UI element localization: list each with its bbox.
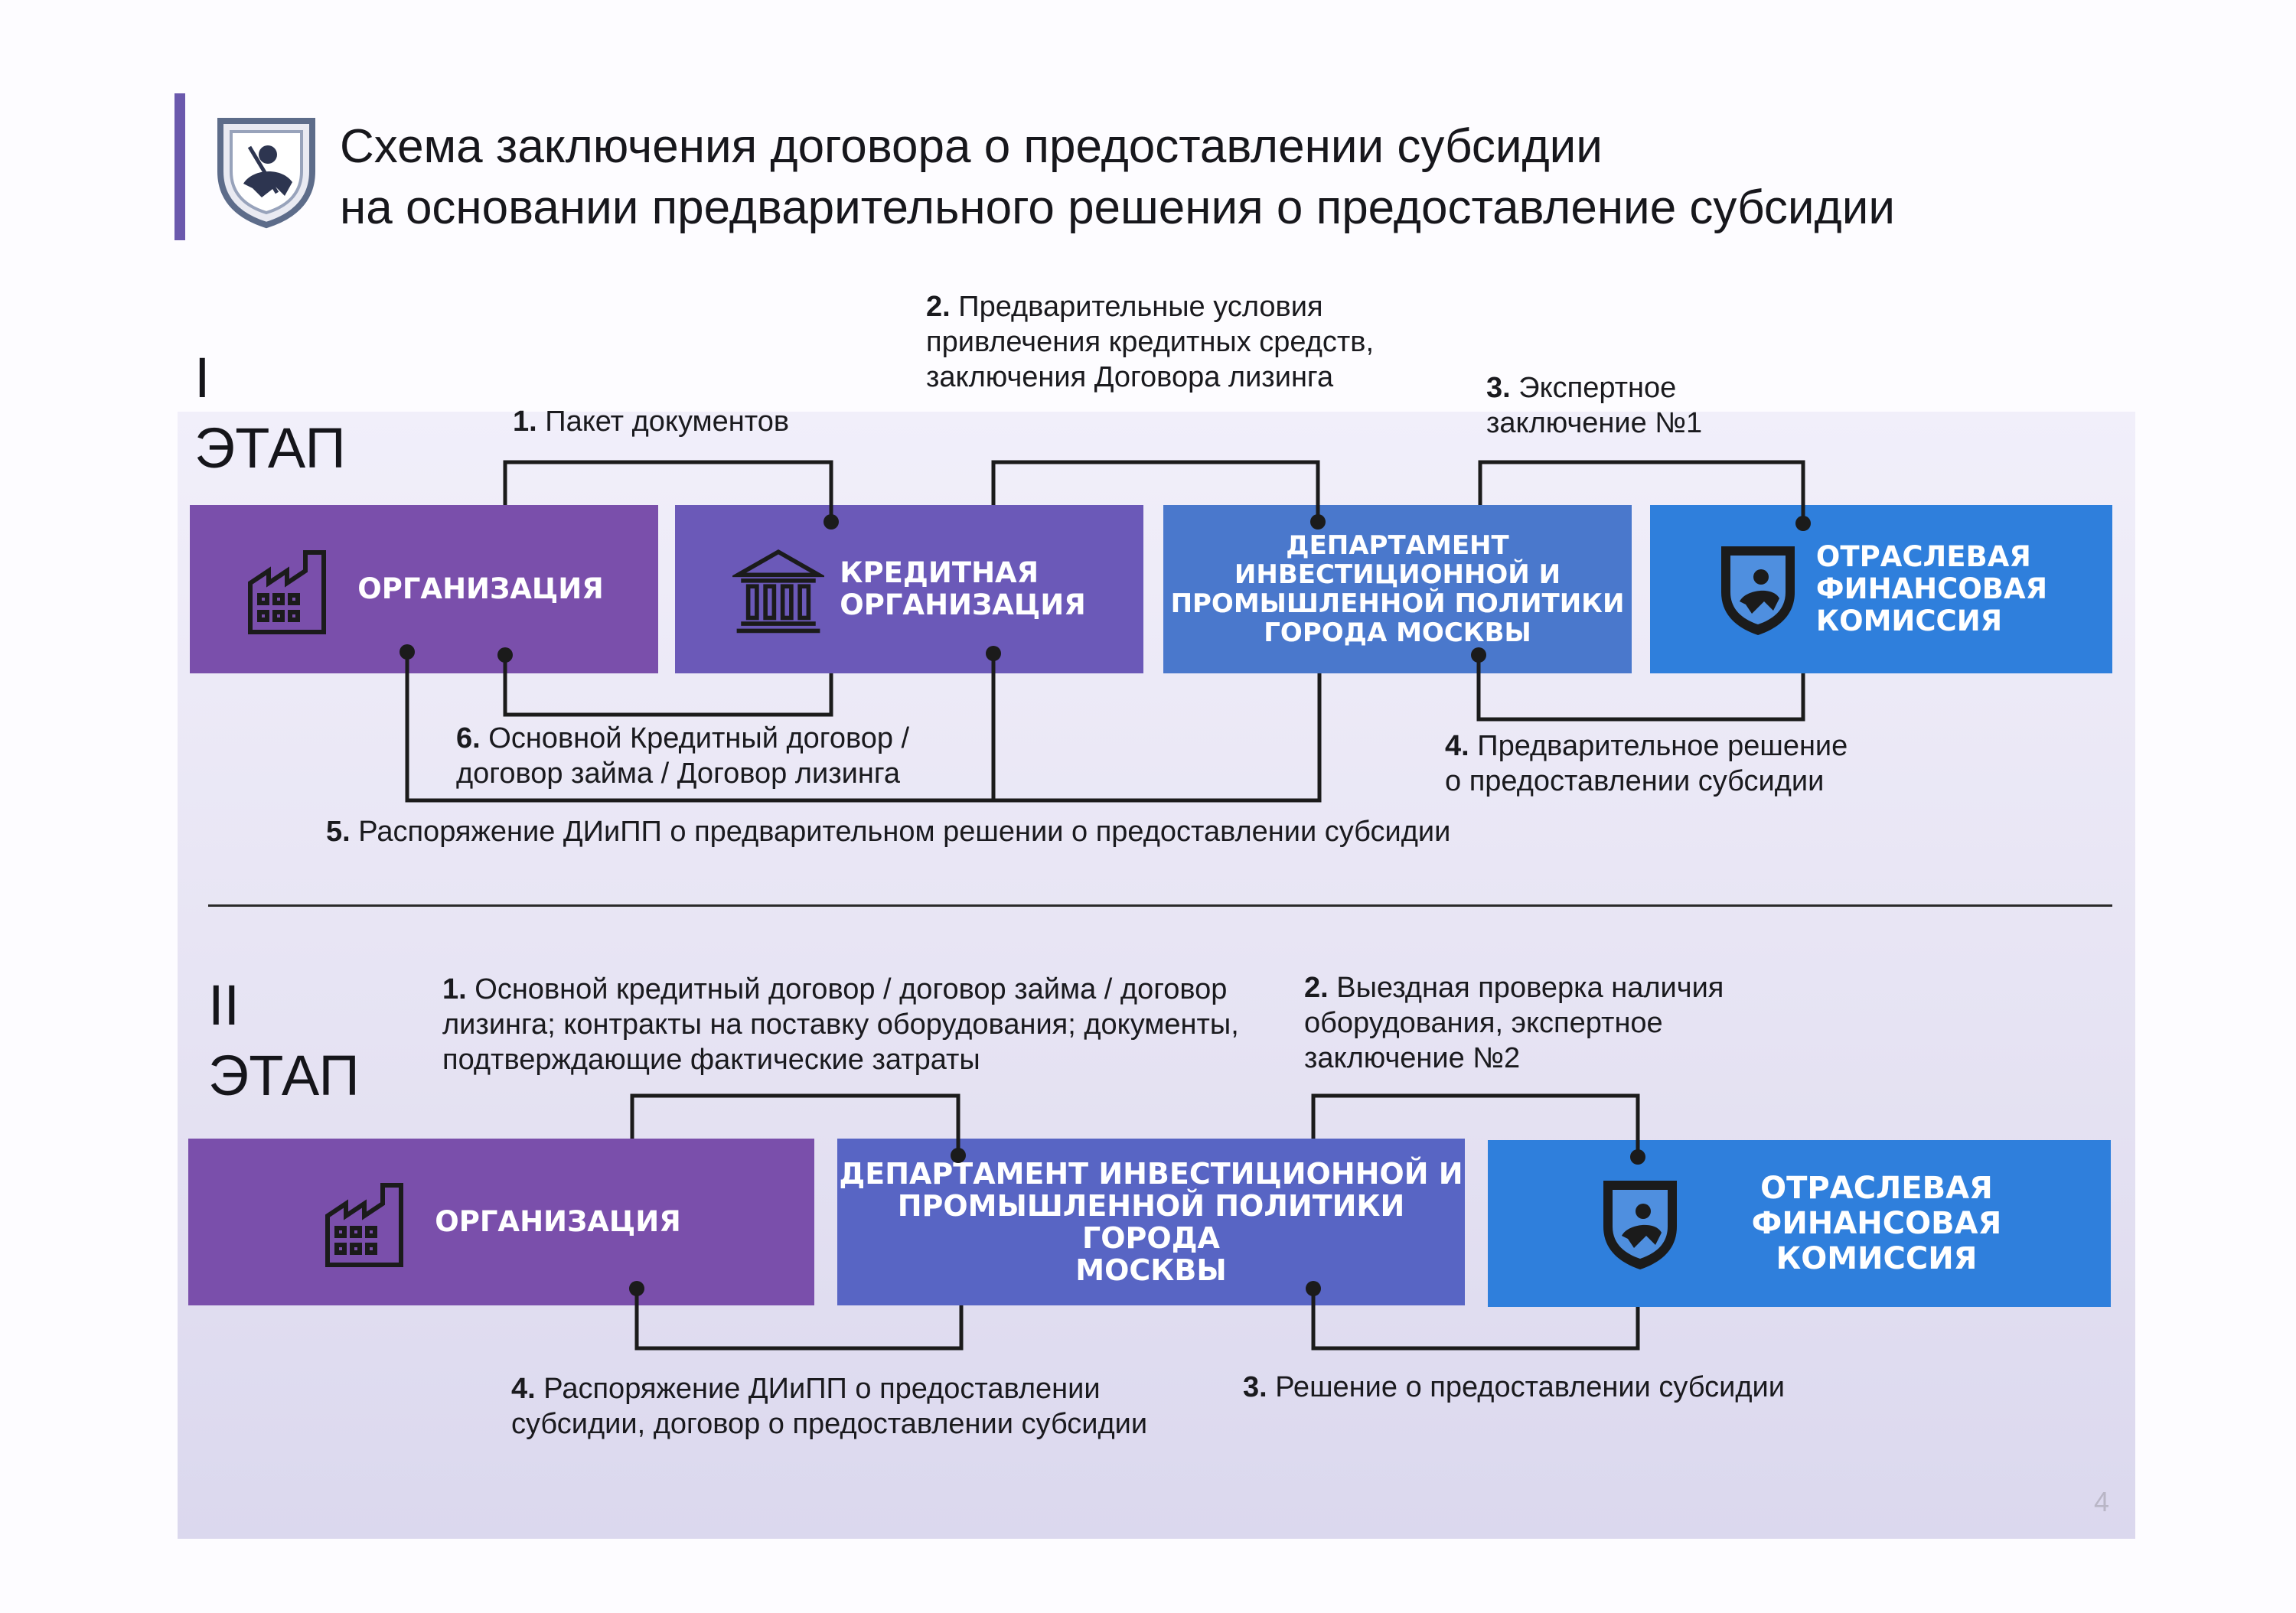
stage-2-word: ЭТАП — [208, 1044, 360, 1107]
stage1-step-2: 2. Предварительные условия привлечения к… — [926, 291, 1375, 393]
box-label: ДЕПАРТАМЕНТ ИНВЕСТИЦИОННОЙ И ПРОМЫШЛЕННО… — [1170, 530, 1625, 648]
connector-dot — [951, 1148, 966, 1163]
stage2-step-2: 2. Выездная проверка наличия оборудовани… — [1304, 972, 1724, 1074]
stage2-step-4: 4. Распоряжение ДИиПП о предоставлении с… — [511, 1373, 1148, 1440]
connector-s1-step3 — [1478, 460, 1805, 523]
connector-dot — [1310, 514, 1326, 530]
box-label: КРЕДИТНАЯ ОРГАНИЗАЦИЯ — [840, 556, 1086, 621]
stage-1-word: ЭТАП — [194, 416, 346, 480]
bank-icon — [732, 549, 825, 634]
stage-2-numeral: II — [208, 973, 240, 1037]
box-label: ОТРАСЛЕВАЯ ФИНАНСОВАЯ КОМИССИЯ — [1815, 540, 2048, 637]
connector-dot — [629, 1281, 644, 1296]
stage-1-label: I ЭТАП — [194, 343, 346, 484]
moscow-coat-of-arms-logo — [217, 118, 315, 229]
box-label: ОРГАНИЗАЦИЯ — [435, 1205, 681, 1238]
connector-s1-step1 — [503, 460, 833, 522]
connector-s1-step6 — [503, 655, 833, 717]
connector-s2-step2 — [1311, 1093, 1640, 1157]
stage1-box-commission: ОТРАСЛЕВАЯ ФИНАНСОВАЯ КОМИССИЯ — [1650, 505, 2112, 673]
header-accent-bar — [174, 93, 185, 240]
title-line-1: Схема заключения договора о предоставлен… — [340, 120, 1603, 173]
stage-1-numeral: I — [194, 346, 210, 409]
connector-dot — [1795, 516, 1811, 531]
connector-s1-step2 — [991, 460, 1320, 522]
factory-icon — [248, 550, 327, 634]
connector-dot — [497, 647, 513, 663]
stage-2-label: II ЭТАП — [208, 970, 360, 1111]
stage1-step-4: 4. Предварительное решение о предоставле… — [1445, 730, 1848, 797]
moscow-emblem-icon — [1720, 546, 1795, 635]
connector-dot — [1471, 647, 1486, 663]
page-number: 4 — [2094, 1486, 2110, 1517]
connector-dot — [823, 514, 839, 530]
connector-dot — [1630, 1149, 1645, 1165]
stage1-step-3: 3. Экспертное заключение №1 — [1486, 372, 1703, 439]
connector-s1-step5 — [405, 652, 1322, 803]
page-title: Схема заключения договора о предоставлен… — [340, 116, 1895, 239]
connector-s2-step3 — [1311, 1289, 1640, 1351]
stage2-step-3: 3. Решение о предоставлении субсидии — [1243, 1371, 1785, 1403]
box-label: ОТРАСЛЕВАЯ ФИНАНСОВАЯ КОМИССИЯ — [1751, 1171, 2002, 1276]
stage1-box-organization: ОРГАНИЗАЦИЯ — [190, 505, 658, 673]
stage2-box-organization: ОРГАНИЗАЦИЯ — [188, 1139, 814, 1305]
factory-icon — [325, 1183, 404, 1267]
connector-s2-step4 — [634, 1289, 964, 1351]
moscow-emblem-icon — [1603, 1181, 1677, 1269]
connector-s1-step4 — [1476, 655, 1805, 722]
stage1-box-department: ДЕПАРТАМЕНТ ИНВЕСТИЦИОННОЙ И ПРОМЫШЛЕННО… — [1163, 505, 1632, 673]
connector-dot — [986, 646, 1001, 661]
connector-dot — [1306, 1281, 1321, 1296]
stage1-box-credit-organization: КРЕДИТНАЯ ОРГАНИЗАЦИЯ — [675, 505, 1143, 673]
stage2-step-1: 1. Основной кредитный договор / договор … — [442, 973, 1239, 1076]
connector-s2-step1 — [630, 1093, 960, 1155]
stage1-step-5: 5. Распоряжение ДИиПП о предварительном … — [326, 816, 1451, 848]
stage1-step-1: 1. Пакет документов — [513, 406, 790, 438]
title-line-2: на основании предварительного решения о … — [340, 181, 1895, 234]
stage2-box-commission: ОТРАСЛЕВАЯ ФИНАНСОВАЯ КОМИССИЯ — [1488, 1140, 2111, 1307]
stage-divider — [208, 904, 2112, 907]
stage1-step-6: 6. Основной Кредитный договор / договор … — [456, 722, 910, 790]
connector-dot — [400, 644, 415, 660]
stage2-box-department: ДЕПАРТАМЕНТ ИНВЕСТИЦИОННОЙ И ПРОМЫШЛЕННО… — [837, 1139, 1465, 1305]
box-label: ОРГАНИЗАЦИЯ — [357, 572, 604, 605]
box-label: ДЕПАРТАМЕНТ ИНВЕСТИЦИОННОЙ И ПРОМЫШЛЕННО… — [839, 1157, 1463, 1287]
